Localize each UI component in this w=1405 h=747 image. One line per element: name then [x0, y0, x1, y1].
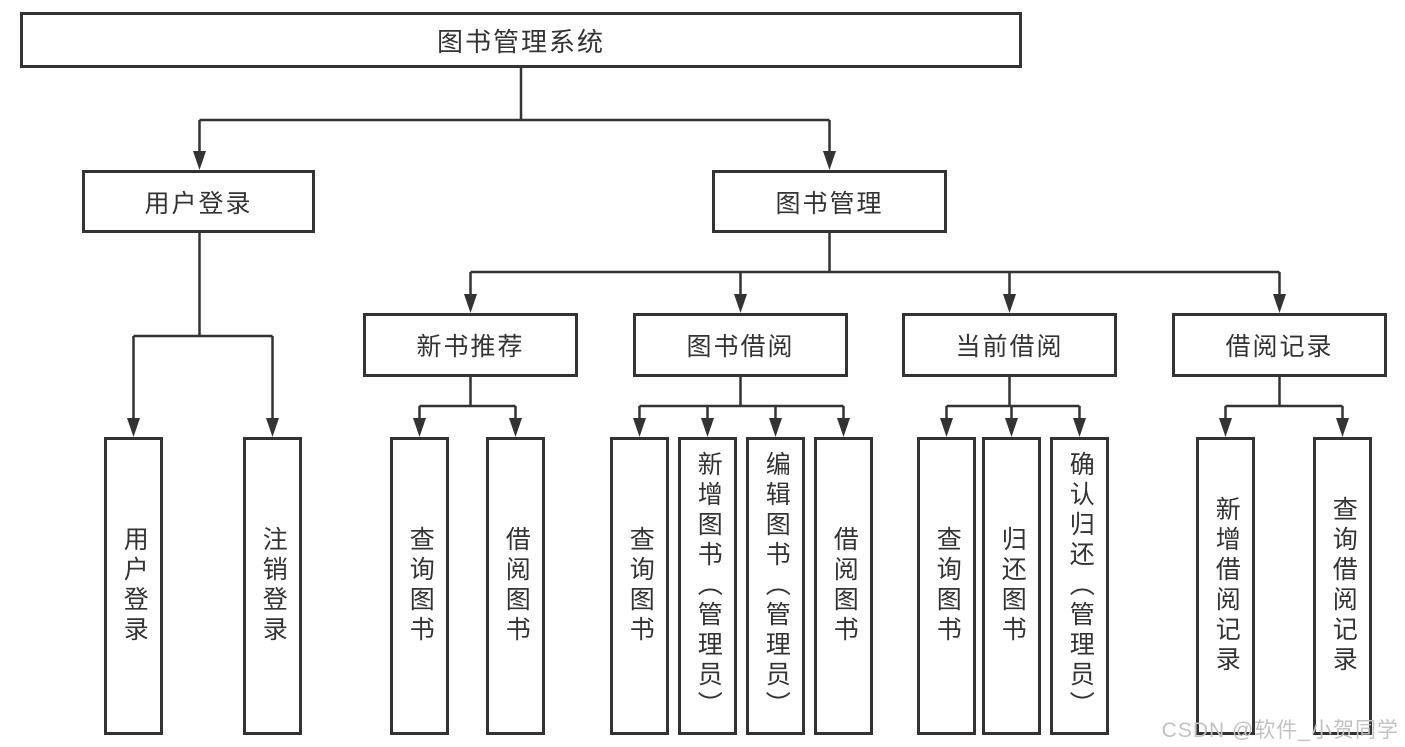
leaf-label: 借阅图书 — [502, 526, 531, 646]
arrow-down-icon — [193, 151, 206, 170]
arrow-down-icon — [940, 418, 953, 437]
node-library-system: 图书管理系统 — [20, 12, 1022, 68]
arrow-down-icon — [1003, 294, 1016, 313]
arrow-down-icon — [701, 418, 714, 437]
leaf-borrow-books-recommend: 借阅图书 — [486, 437, 545, 735]
arrowhead-icons — [127, 151, 1349, 437]
leaf-label: 编辑图书（管理员） — [762, 451, 791, 721]
arrow-down-icon — [633, 418, 646, 437]
arrow-down-icon — [1005, 418, 1018, 437]
leaf-query-books-borrow: 查询图书 — [610, 437, 669, 735]
arrow-down-icon — [769, 418, 782, 437]
leaf-label: 新增借阅记录 — [1212, 496, 1241, 676]
leaf-return-book: 归还图书 — [982, 437, 1041, 735]
arrow-down-icon — [734, 294, 747, 313]
leaf-user-login: 用户登录 — [104, 437, 163, 735]
arrow-down-icon — [413, 418, 426, 437]
leaf-add-book-admin: 新增图书（管理员） — [678, 437, 737, 735]
connector-root — [198, 68, 831, 153]
arrow-down-icon — [1336, 418, 1349, 437]
node-new-book-recommend: 新书推荐 — [363, 313, 578, 377]
leaf-label: 查询借阅记录 — [1329, 496, 1358, 676]
connector-borrow-records — [1224, 377, 1344, 421]
leaf-label: 查询图书 — [626, 526, 655, 646]
arrow-down-icon — [464, 294, 477, 313]
arrow-down-icon — [823, 151, 836, 170]
connector-new-book-recommend — [418, 377, 517, 421]
node-book-borrow: 图书借阅 — [633, 313, 848, 377]
leaf-label: 新增图书（管理员） — [694, 451, 723, 721]
leaf-query-books-recommend: 查询图书 — [390, 437, 449, 735]
arrow-down-icon — [127, 418, 140, 437]
leaf-label: 归还图书 — [998, 526, 1027, 646]
arrow-down-icon — [1219, 418, 1232, 437]
arrow-down-icon — [1273, 294, 1286, 313]
leaf-label: 确认归还（管理员） — [1066, 451, 1095, 721]
leaf-label: 借阅图书 — [830, 526, 859, 646]
leaf-query-borrow-record: 查询借阅记录 — [1313, 437, 1372, 735]
leaf-confirm-return-admin: 确认归还（管理员） — [1050, 437, 1109, 735]
connector-book-management — [469, 233, 1281, 296]
node-borrow-records: 借阅记录 — [1172, 313, 1387, 377]
arrow-down-icon — [266, 418, 279, 437]
node-book-management: 图书管理 — [712, 170, 947, 233]
leaf-edit-book-admin: 编辑图书（管理员） — [746, 437, 805, 735]
leaf-add-borrow-record: 新增借阅记录 — [1196, 437, 1255, 735]
node-user-login: 用户登录 — [82, 170, 315, 233]
arrow-down-icon — [837, 418, 850, 437]
leaf-label: 注销登录 — [259, 526, 288, 646]
leaf-label: 查询图书 — [933, 526, 962, 646]
node-current-borrow: 当前借阅 — [902, 313, 1117, 377]
arrow-down-icon — [509, 418, 522, 437]
leaf-label: 查询图书 — [406, 526, 435, 646]
leaf-borrow-books: 借阅图书 — [814, 437, 873, 735]
connector-user-login — [132, 233, 274, 421]
leaf-query-books-current: 查询图书 — [917, 437, 976, 735]
watermark: CSDN @软件_小贺同学 — [1161, 719, 1399, 742]
connector-book-borrow — [638, 377, 845, 421]
connector-current-borrow — [945, 377, 1081, 421]
leaf-logout: 注销登录 — [243, 437, 302, 735]
leaf-label: 用户登录 — [120, 526, 149, 646]
arrow-down-icon — [1073, 418, 1086, 437]
